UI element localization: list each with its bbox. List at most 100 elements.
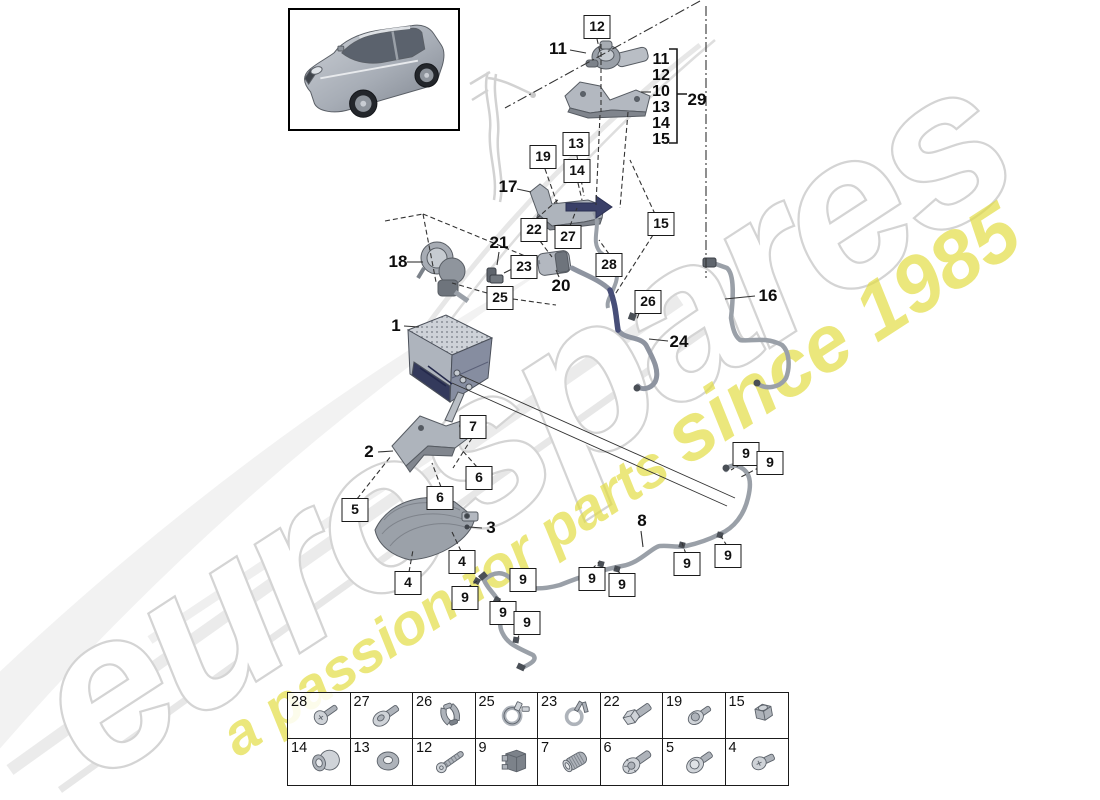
callout-11[interactable]: 11 <box>549 39 567 58</box>
part-valve <box>585 40 649 70</box>
legend-cell-23[interactable]: 23 <box>538 693 601 739</box>
leader-line <box>648 338 669 342</box>
callout-box-22[interactable]: 22 <box>520 218 548 242</box>
callout-1[interactable]: 1 <box>391 316 401 335</box>
screw-big-washer-icon <box>365 696 411 737</box>
callout-box-7[interactable]: 7 <box>459 415 487 439</box>
callout-box-14[interactable]: 14 <box>563 159 591 183</box>
ref-group-item-14[interactable]: 14 <box>652 115 670 132</box>
legend-cell-14[interactable]: 14 <box>288 739 351 785</box>
callout-box-9[interactable]: 9 <box>513 611 541 635</box>
nut-icon <box>741 696 787 737</box>
ref-group-item-15[interactable]: 15 <box>652 131 670 148</box>
porsche-cayenne-image <box>304 24 445 118</box>
part-bracket-10 <box>564 81 651 119</box>
clamp-icon <box>490 696 536 737</box>
ref-group-item-11[interactable]: 11 <box>652 51 670 68</box>
legend-cell-12[interactable]: 12 <box>413 739 476 785</box>
legend-part-number: 22 <box>603 694 620 710</box>
callout-box-12[interactable]: 12 <box>583 15 611 39</box>
leader-line <box>459 374 736 499</box>
legend-part-number: 15 <box>728 694 745 710</box>
legend-cell-7[interactable]: 7 <box>538 739 601 785</box>
callout-29[interactable]: 29 <box>687 90 707 109</box>
leader-line <box>544 168 558 204</box>
callout-box-6[interactable]: 6 <box>426 486 454 510</box>
screw-washer-large-icon <box>678 743 724 784</box>
ref-group-item-12[interactable]: 12 <box>652 67 670 84</box>
callout-box-9[interactable]: 9 <box>673 552 701 576</box>
leader-line <box>452 437 473 469</box>
callout-box-9[interactable]: 9 <box>451 586 479 610</box>
callout-box-23[interactable]: 23 <box>510 255 538 279</box>
legend-part-number: 23 <box>541 694 558 710</box>
callout-box-9[interactable]: 9 <box>578 567 606 591</box>
ref-group-item-10[interactable]: 10 <box>652 83 670 100</box>
leader-line <box>577 182 583 201</box>
callout-2[interactable]: 2 <box>364 442 374 461</box>
callout-box-9[interactable]: 9 <box>756 451 784 475</box>
callout-box-6[interactable]: 6 <box>465 466 493 490</box>
part-pipe-16 <box>702 257 791 390</box>
legend-part-number: 13 <box>353 740 370 756</box>
legend-cell-5[interactable]: 5 <box>663 739 726 785</box>
part-connector-arrow <box>565 195 613 219</box>
leader-line <box>384 213 424 222</box>
ref-group-item-13[interactable]: 13 <box>652 99 670 116</box>
legend-cell-28[interactable]: 28 <box>288 693 351 739</box>
callout-18[interactable]: 18 <box>388 252 408 271</box>
callout-box-9[interactable]: 9 <box>509 568 537 592</box>
callout-3[interactable]: 3 <box>486 518 496 537</box>
grommet-icon <box>303 743 349 784</box>
legend-cell-25[interactable]: 25 <box>475 693 538 739</box>
bolt-long-icon <box>428 743 474 784</box>
part-elbow-21 <box>486 267 504 284</box>
callout-box-9[interactable]: 9 <box>489 601 517 625</box>
leader-line <box>408 549 414 573</box>
legend-cell-26[interactable]: 26 <box>413 693 476 739</box>
legend-cell-15[interactable]: 15 <box>725 693 788 739</box>
callout-box-25[interactable]: 25 <box>486 286 514 310</box>
legend-cell-4[interactable]: 4 <box>726 739 789 785</box>
callout-8[interactable]: 8 <box>637 511 647 530</box>
callout-16[interactable]: 16 <box>758 286 778 305</box>
callout-box-19[interactable]: 19 <box>529 145 557 169</box>
legend-cell-19[interactable]: 19 <box>663 693 726 739</box>
legend-cell-22[interactable]: 22 <box>600 693 663 739</box>
leader-line <box>613 234 654 297</box>
callout-box-5[interactable]: 5 <box>341 498 369 522</box>
vehicle-thumbnail-box <box>288 8 460 131</box>
part-hose-24 <box>569 265 660 392</box>
callout-box-9[interactable]: 9 <box>732 442 760 466</box>
leader-line <box>619 111 629 209</box>
legend-cell-9[interactable]: 9 <box>476 739 538 785</box>
callout-box-4[interactable]: 4 <box>394 571 422 595</box>
washer-icon <box>365 743 411 784</box>
leader-line <box>598 239 610 255</box>
legend-cell-27[interactable]: 27 <box>350 693 413 739</box>
part-shield-3 <box>374 497 479 561</box>
callout-box-26[interactable]: 26 <box>634 290 662 314</box>
callout-box-28[interactable]: 28 <box>595 253 623 277</box>
legend-cell-6[interactable]: 6 <box>601 739 663 785</box>
leader-line <box>468 526 483 529</box>
leader-line <box>496 251 500 266</box>
legend-part-number: 19 <box>666 694 683 710</box>
leader-line <box>629 159 656 215</box>
callout-box-9[interactable]: 9 <box>608 573 636 597</box>
callout-24[interactable]: 24 <box>669 332 689 351</box>
callout-20[interactable]: 20 <box>551 276 571 295</box>
leader-line <box>535 197 561 220</box>
legend-cell-13[interactable]: 13 <box>351 739 413 785</box>
callout-box-4[interactable]: 4 <box>448 550 476 574</box>
callout-17[interactable]: 17 <box>498 177 518 196</box>
rivet-nut-icon <box>553 743 599 784</box>
callout-box-15[interactable]: 15 <box>647 212 675 236</box>
callout-21[interactable]: 21 <box>489 233 509 252</box>
callout-box-9[interactable]: 9 <box>714 544 742 568</box>
fixing-point-3 <box>464 524 470 530</box>
callout-box-27[interactable]: 27 <box>554 225 582 249</box>
callout-box-13[interactable]: 13 <box>562 132 590 156</box>
